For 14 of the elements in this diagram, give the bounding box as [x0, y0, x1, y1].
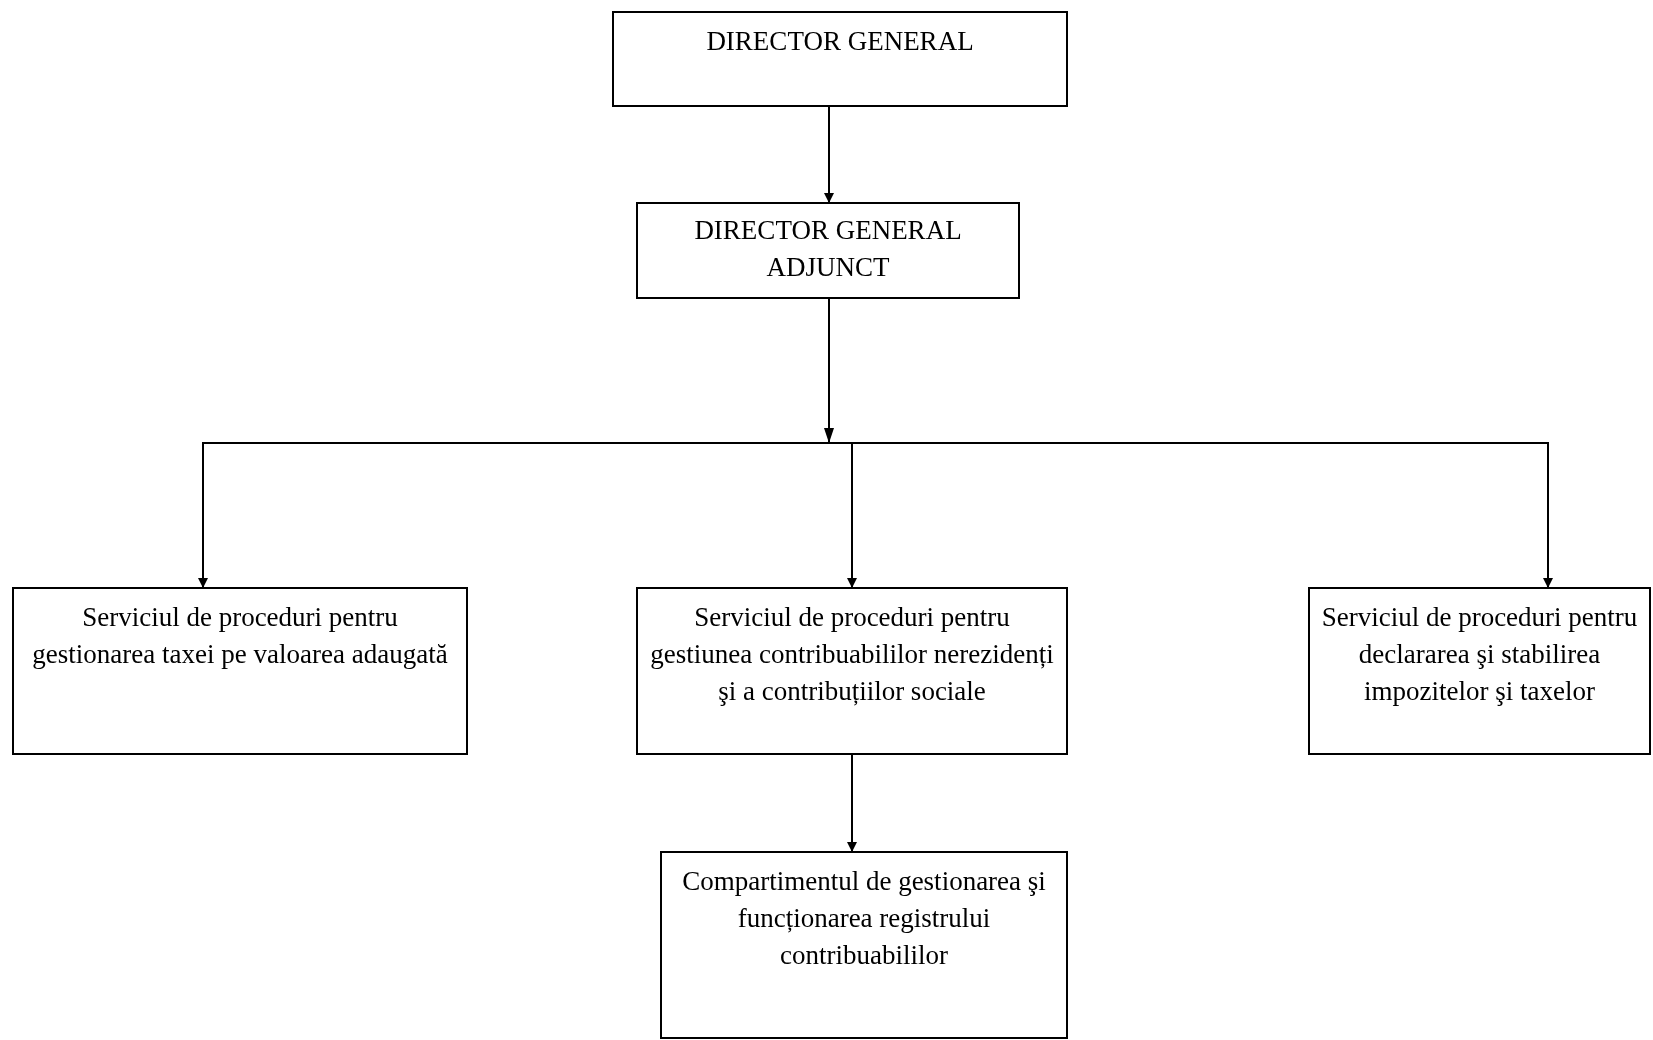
box-label: Serviciul de proceduri pentru declararea şi stabilirea impozitelor şi taxelor	[1320, 601, 1639, 708]
box-label: Serviciul de proceduri pentru gestiunea contribuabililor nerezidenți şi a contribuțiilor sociale	[649, 601, 1055, 708]
org-box	[660, 851, 1068, 1039]
box-label: DIRECTOR GENERAL	[706, 25, 974, 58]
arrow	[847, 754, 857, 852]
org-box	[1308, 587, 1651, 755]
arrow	[824, 106, 834, 203]
org-box	[612, 11, 1068, 107]
org-box	[12, 587, 468, 755]
org-box	[636, 587, 1068, 755]
box-label: DIRECTOR GENERAL ADJUNCT	[693, 214, 963, 284]
org-box	[636, 202, 1020, 299]
box-label: Serviciul de proceduri pentru gestionarea taxei pe valoarea adaugată	[31, 601, 449, 671]
box-label: Compartimentul de gestionarea şi funcționarea registrului contribuabililor	[681, 865, 1047, 972]
